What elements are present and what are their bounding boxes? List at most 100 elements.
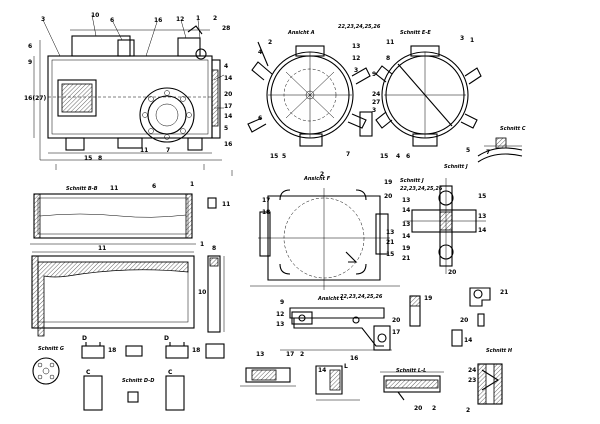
callout-15-vf: 15 (386, 251, 394, 258)
callout-4-ee: 4 (396, 153, 400, 160)
callout-23-h: 23 (468, 377, 476, 384)
section-l-l-title: Schnitt L-L (396, 368, 426, 374)
wall-panel-view (31, 251, 225, 337)
callout-1b-bb: 1 (200, 241, 204, 248)
callout-16-27: 16(27) (24, 95, 46, 102)
view-a-circle (247, 41, 373, 147)
callout-2-va: 2 (268, 39, 272, 46)
callout-17-vf: 17 (262, 197, 270, 204)
callout-1-main: 1 (196, 15, 200, 22)
callout-19-vf: 19 (384, 179, 392, 186)
callout-6-main: 6 (110, 17, 114, 24)
letter-c-2: C (168, 369, 173, 376)
callout-15-bottom: 15 (84, 155, 92, 162)
callout-14b-j: 14 (402, 233, 410, 240)
callout-7-bottom: 7 (166, 147, 170, 154)
section-c-detail (477, 137, 523, 163)
callout-11-bottom: 11 (140, 147, 148, 154)
callout-10-panel: 10 (198, 289, 206, 296)
section-l-l (380, 371, 444, 401)
callout-7-va: 7 (346, 151, 350, 158)
main-side-view (33, 14, 225, 161)
letter-d-1: D (82, 335, 87, 342)
callout-4-right: 4 (224, 63, 228, 70)
callout-3-va: 3 (354, 67, 358, 74)
letter-d-2: D (164, 335, 169, 342)
callout-17-bm: 17 (286, 351, 294, 358)
callout-14-j: 14 (402, 207, 410, 214)
callout-17-right: 17 (224, 103, 232, 110)
callout-28-main: 28 (222, 25, 230, 32)
dimension-marks (55, 164, 400, 287)
callout-6-bb: 6 (152, 183, 156, 190)
callout-16-right: 16 (224, 141, 232, 148)
view-l-group: 22,23,24,25,26 (340, 294, 383, 300)
callout-14b-right: 14 (224, 113, 232, 120)
callout-13-bm: 13 (256, 351, 264, 358)
callout-11-side: 11 (222, 201, 230, 208)
view-a-title: Ansicht A (287, 30, 315, 36)
callout-12-va: 12 (352, 55, 360, 62)
callout-21-rp: 21 (500, 289, 508, 296)
callout-13b-j: 13 (402, 221, 410, 228)
callout-18-2: 18 (192, 347, 200, 354)
callout-20-vl: 20 (392, 317, 400, 324)
section-e-e-title: Schnitt E-E (400, 30, 431, 36)
callout-17-vl: 17 (392, 329, 400, 336)
section-j-title: Schnitt J (400, 178, 424, 184)
section-h-title: Schnitt H (486, 348, 513, 354)
callout-6-va: 6 (258, 115, 262, 122)
callout-20-right: 20 (224, 91, 232, 98)
callout-15-j: 15 (478, 193, 486, 200)
section-b-b-title: Schnitt B-B (66, 186, 98, 192)
callout-13c-j: 13 (478, 213, 486, 220)
view-l (280, 307, 392, 351)
callout-14-k: 14 (318, 367, 326, 374)
callout-5-ee: 5 (466, 147, 470, 154)
callout-10-main: 10 (91, 12, 99, 19)
callout-20-vf: 20 (384, 193, 392, 200)
callout-11-ee: 11 (386, 39, 394, 46)
callout-3b-va: 3 (372, 107, 376, 114)
view-l-title: Ansicht L (317, 296, 344, 302)
callout-5-right: 5 (224, 125, 228, 132)
letter-l-k: L (344, 363, 348, 370)
callout-8-bottom: 8 (98, 155, 102, 162)
section-b-b-tube (30, 193, 217, 245)
callout-7-c: 7 (486, 149, 490, 156)
right-small-parts (409, 287, 491, 347)
section-e-e-circle (375, 45, 482, 147)
callout-13-vl: 13 (276, 321, 284, 328)
callout-27-va: 27 (372, 99, 380, 106)
callout-13-j: 13 (402, 197, 410, 204)
callout-14-rp: 14 (464, 337, 472, 344)
callout-20-ll: 20 (414, 405, 422, 412)
callout-2-h: 2 (466, 407, 470, 414)
callout-21-j: 21 (402, 255, 410, 262)
bottom-mid-part (240, 367, 296, 387)
section-d-d-title: Schnitt D-D (122, 378, 154, 384)
view-f-title: Ansicht F (303, 176, 331, 182)
callout-15-va: 15 (270, 153, 278, 160)
callout-16-main: 16 (154, 17, 162, 24)
view-a-group: 22,23,24,25,26 (338, 24, 381, 30)
callout-20-j: 20 (448, 269, 456, 276)
callout-6-left: 6 (28, 43, 32, 50)
bottom-left-details (32, 342, 225, 411)
callout-2-main: 2 (213, 15, 217, 22)
callout-5-va: 5 (282, 153, 286, 160)
callout-21-vf: 21 (386, 239, 394, 246)
section-j-group: 22,23,24,25,26 (400, 186, 443, 192)
callout-1-ee: 1 (470, 37, 474, 44)
callout-16-k: 16 (350, 355, 358, 362)
callout-2-vf: 2 (320, 171, 324, 178)
callout-19-rp: 19 (424, 295, 432, 302)
callout-9-va: 9 (372, 71, 376, 78)
callout-20-rp: 20 (460, 317, 468, 324)
section-k (315, 365, 360, 401)
section-j-sub: Schnitt J (444, 164, 468, 170)
callout-8-panel: 8 (212, 245, 216, 252)
section-g-title: Schnitt G (38, 346, 64, 352)
callout-13-va: 13 (352, 43, 360, 50)
callout-3-ee: 3 (460, 35, 464, 42)
